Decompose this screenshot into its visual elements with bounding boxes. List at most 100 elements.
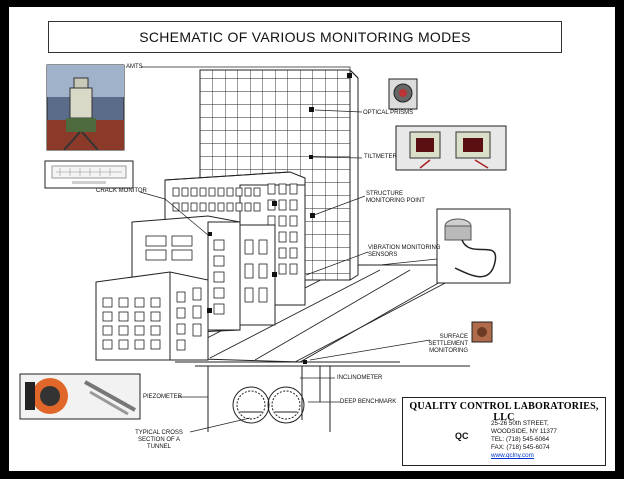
window — [267, 183, 276, 195]
window — [278, 263, 287, 275]
window — [102, 325, 113, 336]
window — [213, 239, 225, 251]
window — [150, 311, 161, 322]
window — [118, 325, 129, 336]
window — [192, 323, 202, 337]
label-inclinometer: INCLINOMETER — [337, 375, 383, 381]
window — [192, 287, 202, 301]
tunnel-section — [207, 366, 331, 432]
label-vibration-monitoring-sensors: VIBRATION MONITORING SENSORS — [368, 245, 441, 258]
diagram-title: SCHEMATIC OF VARIOUS MONITORING MODES — [139, 29, 471, 45]
window — [134, 297, 145, 308]
company-info-box: QUALITY CONTROL LABORATORIES, LLC QC 25-… — [402, 397, 606, 466]
window — [190, 187, 198, 197]
window — [171, 235, 193, 247]
window — [208, 202, 216, 212]
window — [176, 291, 186, 303]
window — [258, 287, 268, 303]
window — [253, 187, 261, 197]
window — [102, 297, 113, 308]
window — [176, 339, 186, 351]
window — [278, 231, 287, 243]
window — [181, 187, 189, 197]
window — [145, 235, 167, 247]
label-amts: AMTS — [126, 64, 143, 70]
window — [217, 202, 225, 212]
window — [289, 263, 298, 275]
window — [226, 187, 234, 197]
window — [253, 202, 261, 212]
window — [181, 202, 189, 212]
window — [172, 202, 180, 212]
window — [258, 263, 268, 279]
window — [176, 307, 186, 319]
window — [134, 339, 145, 350]
window — [208, 187, 216, 197]
optical-prism-photo — [388, 78, 418, 110]
label-deep-benchmark: DEEP BENCHMARK — [340, 399, 397, 405]
window — [244, 263, 254, 279]
front-building-windows — [102, 287, 202, 351]
amts-photo — [46, 64, 125, 151]
window — [171, 249, 193, 261]
window — [213, 271, 225, 283]
window — [213, 287, 225, 299]
label-structure-monitoring-point: STRUCTURE MONITORING POINT — [366, 191, 425, 204]
window — [235, 202, 243, 212]
window — [278, 247, 287, 259]
mid-building-windows — [172, 183, 298, 275]
qcl-logo-text: QC — [455, 431, 469, 441]
vibration-sensor-photo — [436, 208, 511, 284]
window — [289, 183, 298, 195]
window — [102, 339, 113, 350]
window — [235, 187, 243, 197]
window — [244, 202, 252, 212]
leader-lines — [139, 66, 438, 433]
window — [278, 183, 287, 195]
window — [190, 202, 198, 212]
window — [118, 339, 129, 350]
label-crack-monitor: CRACK MONITOR — [96, 188, 147, 194]
company-fax: FAX: (718) 545-6074 — [491, 444, 550, 451]
company-address-line1: 25-26 50th STREET, — [491, 420, 549, 427]
piezometer-photo — [19, 373, 141, 420]
company-address-line2: WOODSIDE, NY 11377 — [491, 428, 557, 435]
title-box: SCHEMATIC OF VARIOUS MONITORING MODES — [48, 21, 562, 53]
window — [289, 231, 298, 243]
company-website-link[interactable]: www.qclny.com — [491, 452, 534, 459]
company-name: QUALITY CONTROL LABORATORIES, LLC — [409, 401, 599, 423]
window — [192, 305, 202, 319]
window — [199, 202, 207, 212]
tiltmeter-photo — [395, 125, 507, 171]
window — [244, 287, 254, 303]
label-tunnel-section: TYPICAL CROSS SECTION OF A TUNNEL — [135, 430, 183, 450]
window — [176, 323, 186, 335]
window — [289, 247, 298, 259]
window — [118, 297, 129, 308]
window — [289, 215, 298, 227]
label-piezometer: PIEZOMETER — [143, 394, 183, 400]
label-tiltmeter: TILTMETER — [364, 154, 397, 160]
window — [226, 202, 234, 212]
window — [102, 311, 113, 322]
window — [145, 249, 167, 261]
window — [278, 199, 287, 211]
window — [217, 187, 225, 197]
window — [150, 339, 161, 350]
settlement-point-photo — [471, 321, 493, 343]
ground-plane — [167, 264, 472, 367]
window — [150, 297, 161, 308]
window — [172, 187, 180, 197]
window — [118, 311, 129, 322]
label-surface-settlement-monitoring: SURFACE SETTLEMENT MONITORING — [428, 334, 468, 354]
window — [199, 187, 207, 197]
window — [213, 303, 225, 315]
step-building-windows — [145, 235, 268, 315]
window — [213, 255, 225, 267]
window — [278, 215, 287, 227]
crack-monitor-photo — [44, 160, 134, 189]
label-optical-prisms: OPTICAL PRISMS — [363, 110, 414, 116]
window — [134, 311, 145, 322]
